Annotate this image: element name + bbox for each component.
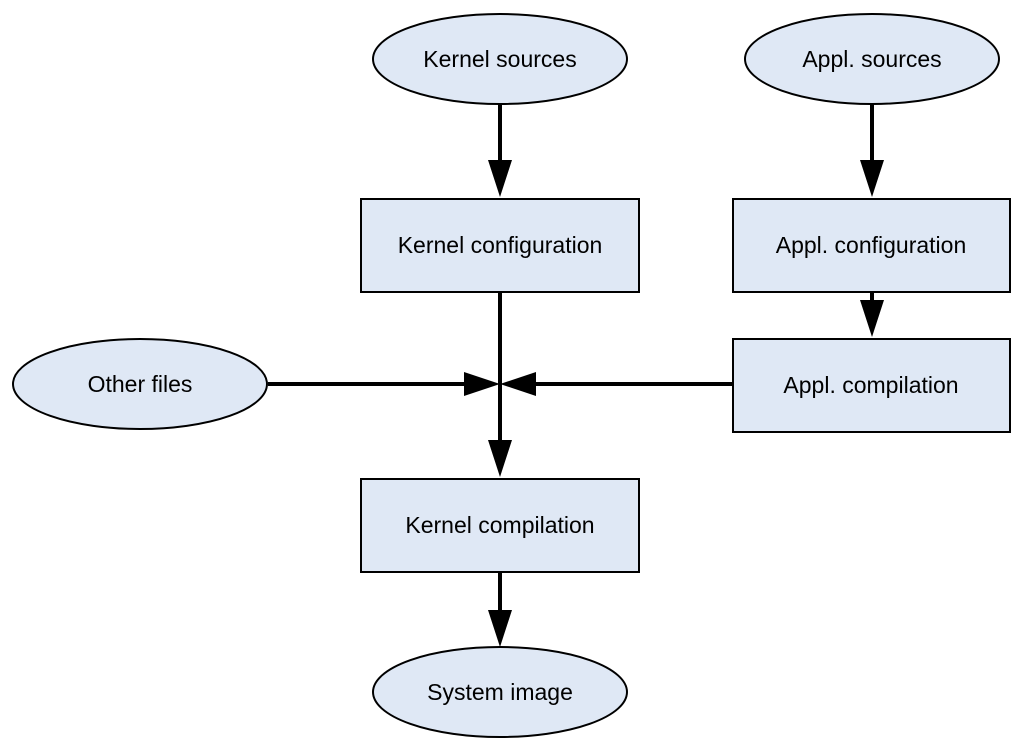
- node-kernel-compilation: Kernel compilation: [360, 478, 640, 573]
- node-other-files: Other files: [12, 338, 268, 430]
- arrowhead-icon: [464, 372, 500, 396]
- arrowhead-icon: [488, 440, 512, 477]
- node-appl-configuration: Appl. configuration: [732, 198, 1011, 293]
- node-label: Kernel configuration: [398, 232, 603, 258]
- arrowhead-icon: [860, 300, 884, 337]
- node-appl-sources: Appl. sources: [744, 13, 1000, 105]
- node-label: System image: [427, 679, 573, 705]
- node-label: Appl. compilation: [783, 372, 958, 398]
- edge-appl-configuration-to-appl-compilation: [860, 292, 884, 337]
- arrowhead-icon: [860, 160, 884, 197]
- arrowhead-icon: [500, 372, 536, 396]
- node-system-image: System image: [372, 646, 628, 738]
- edge-appl-compilation-to-junction: [500, 372, 732, 396]
- node-kernel-configuration: Kernel configuration: [360, 198, 640, 293]
- node-label: Kernel sources: [423, 46, 576, 72]
- node-label: Kernel compilation: [405, 512, 594, 538]
- edge-kernel-configuration-to-kernel-compilation: [488, 292, 512, 477]
- edge-other-files-to-junction: [268, 372, 500, 396]
- nodes: Kernel sources Appl. sources Kernel conf…: [12, 13, 1011, 738]
- edges: [268, 104, 884, 647]
- node-appl-compilation: Appl. compilation: [732, 338, 1011, 433]
- node-label: Appl. configuration: [776, 232, 967, 258]
- edge-kernel-sources-to-kernel-configuration: [488, 104, 512, 197]
- edge-appl-sources-to-appl-configuration: [860, 104, 884, 197]
- arrowhead-icon: [488, 610, 512, 647]
- node-label: Other files: [88, 371, 193, 397]
- node-label: Appl. sources: [802, 46, 941, 72]
- arrowhead-icon: [488, 160, 512, 197]
- edge-kernel-compilation-to-system-image: [488, 572, 512, 647]
- node-kernel-sources: Kernel sources: [372, 13, 628, 105]
